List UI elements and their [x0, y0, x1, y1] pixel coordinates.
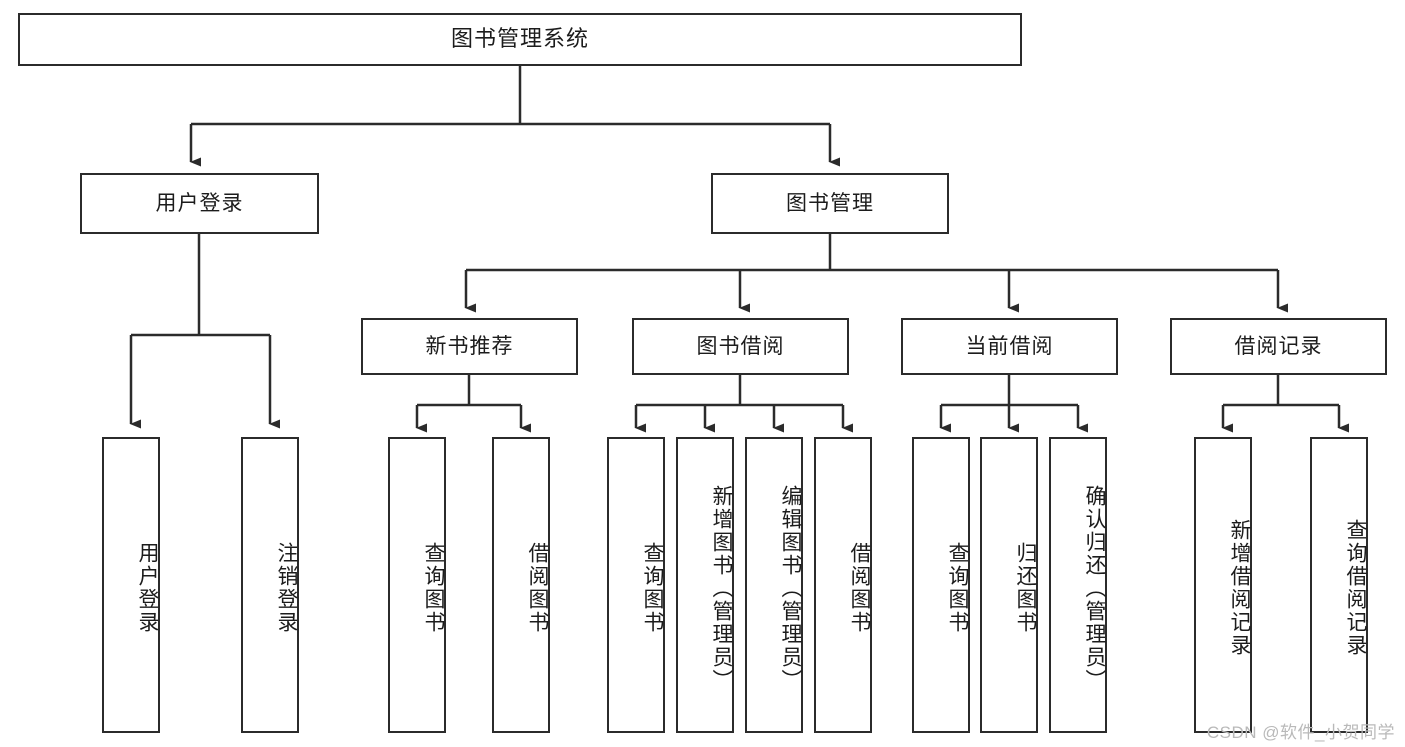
leaf-book-borrow-query[interactable]: 查询图书	[607, 437, 665, 733]
node-borrow-record[interactable]: 借阅记录	[1170, 318, 1387, 375]
node-new-book-recommend-label: 新书推荐	[425, 334, 514, 358]
leaf-label: 注销登录	[275, 542, 298, 634]
leaf-user-login-logout[interactable]: 注销登录	[241, 437, 299, 733]
leaf-book-borrow-add[interactable]: 新增图书（管理员）	[676, 437, 734, 733]
leaf-label: 查询借阅记录	[1344, 519, 1367, 657]
node-new-book-recommend[interactable]: 新书推荐	[361, 318, 578, 375]
leaf-current-borrow-query[interactable]: 查询图书	[912, 437, 970, 733]
csdn-watermark: CSDN @软件_小贺同学	[1206, 723, 1395, 742]
leaf-label: 新增图书（管理员）	[710, 484, 733, 692]
leaf-new-book-query[interactable]: 查询图书	[388, 437, 446, 733]
leaf-label: 借阅图书	[848, 542, 871, 634]
leaf-label: 查询图书	[946, 542, 969, 634]
leaf-current-borrow-confirm[interactable]: 确认归还（管理员）	[1049, 437, 1107, 733]
leaf-book-borrow-edit[interactable]: 编辑图书（管理员）	[745, 437, 803, 733]
leaf-book-borrow-borrow[interactable]: 借阅图书	[814, 437, 872, 733]
leaf-borrow-record-add[interactable]: 新增借阅记录	[1194, 437, 1252, 733]
leaf-label: 确认归还（管理员）	[1083, 484, 1106, 692]
leaf-label: 编辑图书（管理员）	[779, 484, 802, 692]
leaf-new-book-borrow[interactable]: 借阅图书	[492, 437, 550, 733]
leaf-label: 查询图书	[641, 542, 664, 634]
leaf-label: 借阅图书	[526, 542, 549, 634]
node-book-management[interactable]: 图书管理	[711, 173, 949, 234]
node-user-login-label: 用户登录	[155, 191, 244, 215]
leaf-label: 用户登录	[136, 542, 159, 634]
node-borrow-record-label: 借阅记录	[1234, 334, 1323, 358]
leaf-label: 新增借阅记录	[1228, 519, 1251, 657]
leaf-user-login-login[interactable]: 用户登录	[102, 437, 160, 733]
node-current-borrow[interactable]: 当前借阅	[901, 318, 1118, 375]
node-book-management-label: 图书管理	[786, 191, 874, 215]
node-current-borrow-label: 当前借阅	[965, 334, 1054, 358]
leaf-label: 归还图书	[1014, 542, 1037, 634]
node-book-borrow[interactable]: 图书借阅	[632, 318, 849, 375]
node-root-label: 图书管理系统	[450, 26, 589, 52]
node-book-borrow-label: 图书借阅	[696, 334, 785, 358]
node-root[interactable]: 图书管理系统	[18, 13, 1022, 66]
node-user-login[interactable]: 用户登录	[80, 173, 319, 234]
leaf-current-borrow-return[interactable]: 归还图书	[980, 437, 1038, 733]
leaf-label: 查询图书	[422, 542, 445, 634]
leaf-borrow-record-query[interactable]: 查询借阅记录	[1310, 437, 1368, 733]
